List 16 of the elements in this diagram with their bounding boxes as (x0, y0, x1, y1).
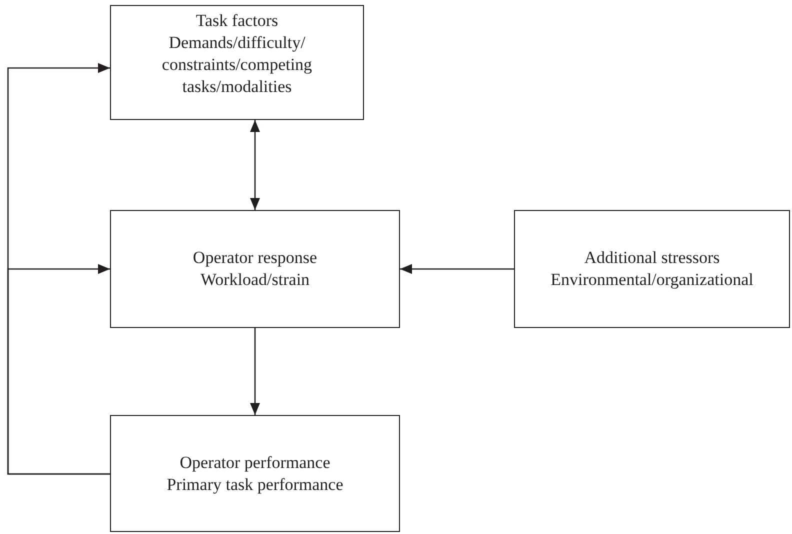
box-text: Demands/difficulty/ constraints/competing tasks/modalities (160, 32, 314, 98)
arrow (250, 120, 260, 210)
process-box (514, 210, 790, 328)
process-box (110, 415, 400, 532)
box-text: Environmental/organizational (550, 269, 754, 291)
arrow (7, 264, 110, 475)
box-heading: Operator response (192, 247, 318, 269)
process-box (110, 210, 400, 328)
box-text: Primary task performance (166, 474, 344, 496)
arrow (250, 328, 260, 415)
box-heading: Additional stressors (584, 247, 720, 269)
box-heading: Task factors (196, 10, 278, 32)
box-heading: Operator performance (180, 452, 330, 474)
arrow (400, 264, 514, 274)
box-text: Workload/strain (200, 269, 310, 291)
process-box (110, 5, 364, 120)
